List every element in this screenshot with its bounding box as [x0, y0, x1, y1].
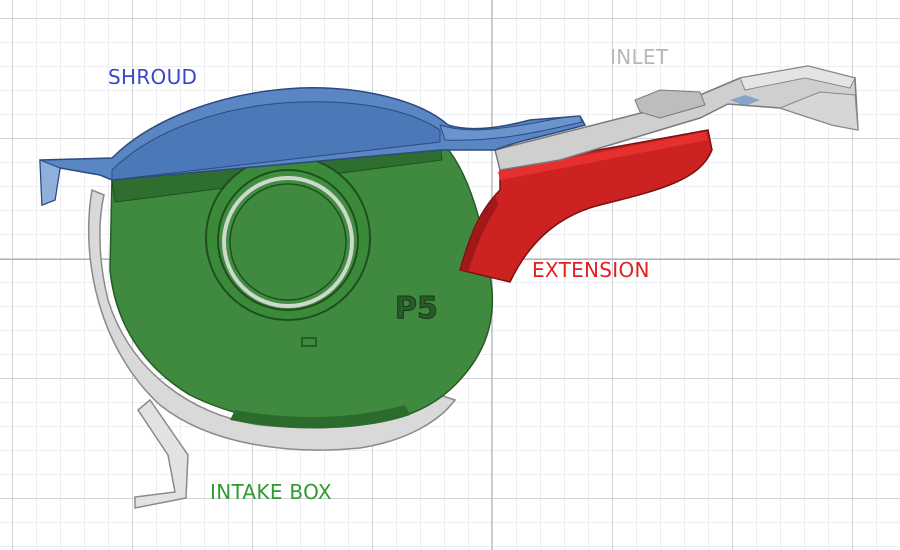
- extension-part[interactable]: [459, 129, 713, 283]
- extension-label: EXTENSION: [532, 258, 650, 282]
- intake-slot: [301, 337, 317, 347]
- inlet-part[interactable]: [494, 65, 859, 171]
- shroud-label: SHROUD: [108, 65, 198, 89]
- fan-hub-inner-ring: [222, 176, 354, 308]
- shroud-part[interactable]: [39, 87, 587, 207]
- intake-bracket: [134, 398, 189, 509]
- part-mark-p5: P5: [395, 291, 438, 326]
- fan-hub-center: [229, 183, 347, 301]
- casing-shell[interactable]: [87, 188, 457, 509]
- inlet-label: INLET: [610, 45, 669, 69]
- intake-box-part[interactable]: P5: [109, 139, 494, 429]
- intake-box-label: INTAKE BOX: [210, 480, 332, 504]
